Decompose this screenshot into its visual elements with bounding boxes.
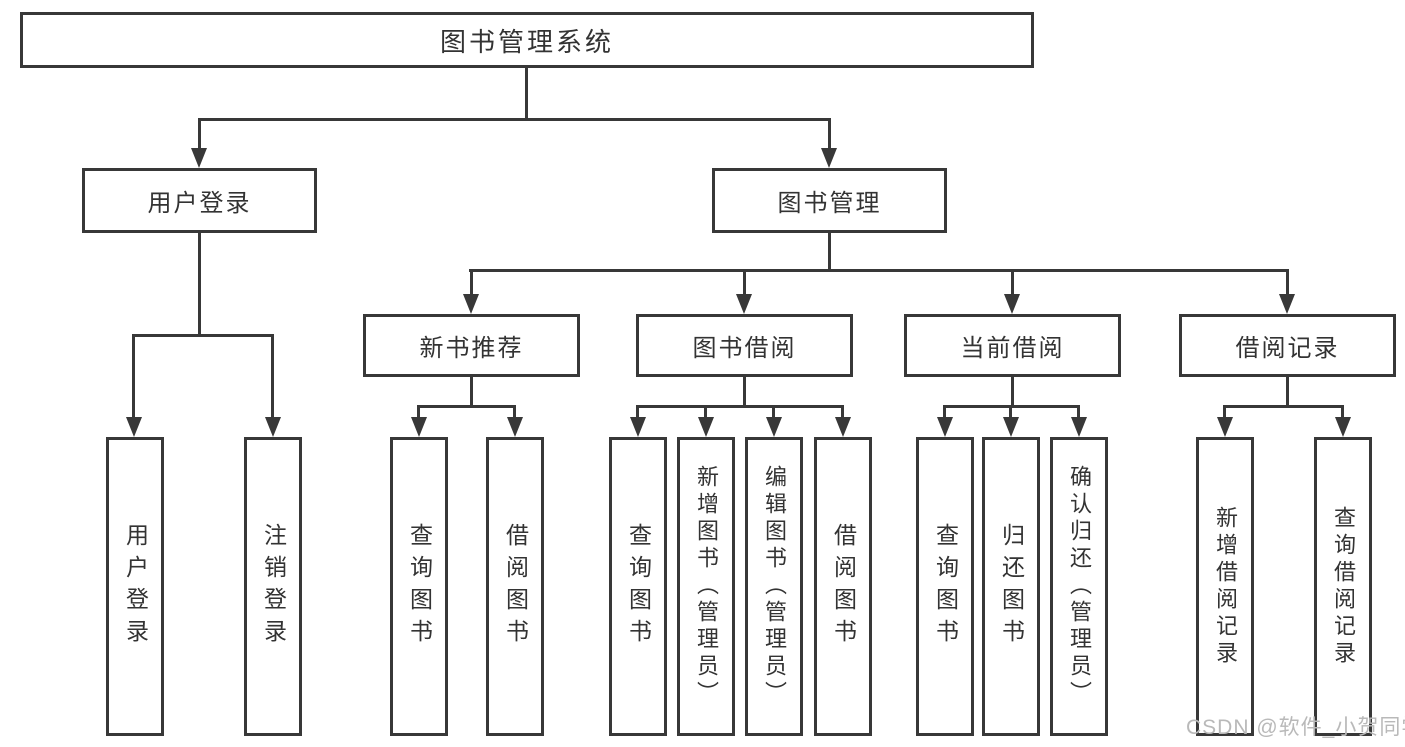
leaf-label: 用户登录 (122, 522, 149, 651)
arrow-down-icon (1071, 417, 1087, 437)
leaf-borrow-books-recommend: 借阅图书 (486, 437, 544, 736)
connector-line (1341, 405, 1344, 419)
arrow-down-icon (463, 294, 479, 314)
connector-line (1223, 405, 1344, 408)
node-borrow-records: 借阅记录 (1179, 314, 1396, 377)
node-book-borrow: 图书借阅 (636, 314, 853, 377)
node-label: 新书推荐 (419, 335, 524, 362)
connector-line (772, 405, 775, 419)
leaf-logout: 注销登录 (244, 437, 302, 736)
arrow-down-icon (736, 294, 752, 314)
connector-line (636, 405, 639, 419)
arrow-down-icon (1004, 294, 1020, 314)
connector-line (1286, 375, 1289, 407)
connector-line (841, 405, 844, 419)
leaf-label: 归还图书 (998, 522, 1025, 651)
connector-line (1011, 375, 1014, 407)
arrow-down-icon (766, 417, 782, 437)
node-current-borrow: 当前借阅 (904, 314, 1121, 377)
node-label: 当前借阅 (960, 335, 1065, 362)
arrow-down-icon (835, 417, 851, 437)
leaf-label: 查询借阅记录 (1331, 505, 1356, 668)
connector-line (743, 269, 746, 296)
arrow-down-icon (1279, 294, 1295, 314)
connector-line (513, 405, 516, 419)
connector-line (271, 334, 274, 419)
leaf-edit-books-admin: 编辑图书（管理员） (745, 437, 803, 736)
node-book-management: 图书管理 (712, 168, 947, 233)
node-label: 借阅记录 (1235, 335, 1340, 362)
leaf-return-books: 归还图书 (982, 437, 1040, 736)
connector-line (1286, 269, 1289, 296)
leaf-query-borrow-record: 查询借阅记录 (1314, 437, 1372, 736)
leaf-add-books-admin: 新增图书（管理员） (677, 437, 735, 736)
connector-line (132, 334, 274, 337)
connector-line (1077, 405, 1080, 419)
arrow-down-icon (698, 417, 714, 437)
arrow-down-icon (630, 417, 646, 437)
node-user-login: 用户登录 (82, 168, 317, 233)
connector-line (470, 269, 473, 296)
leaf-borrow-books: 借阅图书 (814, 437, 872, 736)
connector-line (525, 66, 528, 120)
connector-line (828, 118, 831, 150)
leaf-confirm-return-admin: 确认归还（管理员） (1050, 437, 1108, 736)
arrow-down-icon (191, 148, 207, 168)
node-new-book-recommend: 新书推荐 (363, 314, 580, 377)
connector-line (470, 375, 473, 407)
leaf-label: 借阅图书 (830, 522, 857, 651)
connector-line (198, 231, 201, 337)
node-label: 图书管理 (777, 190, 882, 217)
connector-line (636, 405, 844, 408)
connector-line (417, 405, 516, 408)
connector-line (198, 118, 831, 121)
csdn-watermark: CSDN @软件_小贺同学 (1186, 716, 1405, 739)
arrow-down-icon (126, 417, 142, 437)
connector-line (417, 405, 420, 419)
node-library-management-system: 图书管理系统 (20, 12, 1034, 68)
connector-line (1223, 405, 1226, 419)
leaf-query-books-recommend: 查询图书 (390, 437, 448, 736)
node-label: 用户登录 (147, 190, 252, 217)
leaf-label: 新增图书（管理员） (694, 465, 719, 708)
connector-line (1011, 269, 1014, 296)
connector-line (469, 269, 1288, 272)
arrow-down-icon (821, 148, 837, 168)
arrow-down-icon (937, 417, 953, 437)
connector-line (743, 375, 746, 407)
connector-line (198, 118, 201, 150)
connector-line (828, 231, 831, 272)
leaf-label: 注销登录 (260, 522, 287, 651)
connector-line (704, 405, 707, 419)
connector-line (132, 334, 135, 419)
arrow-down-icon (1217, 417, 1233, 437)
leaf-label: 编辑图书（管理员） (762, 465, 787, 708)
arrow-down-icon (265, 417, 281, 437)
connector-line (943, 405, 946, 419)
leaf-query-books-current: 查询图书 (916, 437, 974, 736)
leaf-label: 查询图书 (932, 522, 959, 651)
node-label: 图书管理系统 (439, 26, 614, 57)
leaf-add-borrow-record: 新增借阅记录 (1196, 437, 1254, 736)
arrow-down-icon (1335, 417, 1351, 437)
leaf-label: 查询图书 (406, 522, 433, 651)
arrow-down-icon (411, 417, 427, 437)
leaf-query-books-borrow: 查询图书 (609, 437, 667, 736)
node-label: 图书借阅 (692, 335, 797, 362)
leaf-label: 借阅图书 (502, 522, 529, 651)
leaf-label: 确认归还（管理员） (1067, 465, 1092, 708)
leaf-label: 新增借阅记录 (1213, 505, 1238, 668)
arrow-down-icon (1003, 417, 1019, 437)
leaf-label: 查询图书 (625, 522, 652, 651)
arrow-down-icon (507, 417, 523, 437)
connector-line (1009, 405, 1012, 419)
leaf-user-login: 用户登录 (106, 437, 164, 736)
